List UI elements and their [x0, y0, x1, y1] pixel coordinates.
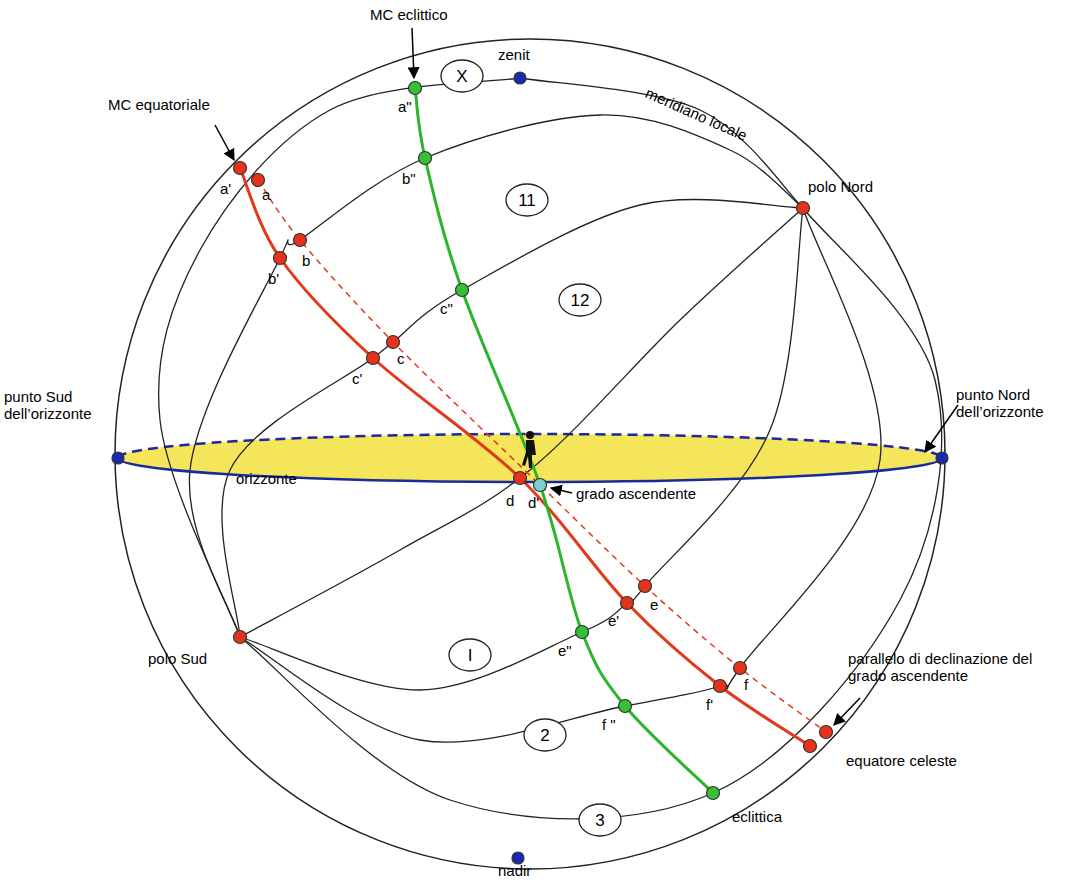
- diagram-label: punto Sud dell’orizzonte: [4, 388, 116, 423]
- leader-arrow: [834, 698, 860, 725]
- leader-arrow: [412, 28, 414, 78]
- point-dot: [639, 580, 652, 593]
- diagram-label: f ": [602, 716, 616, 733]
- declination-parallel: [258, 180, 826, 732]
- house-circle-label: 2: [523, 718, 567, 752]
- meridian-arc: [159, 78, 520, 637]
- diagram-label: e": [558, 642, 572, 659]
- point-dot: [714, 680, 727, 693]
- diagram-label: a": [398, 98, 412, 115]
- house-number: 3: [595, 812, 604, 829]
- house-number: 2: [540, 727, 549, 744]
- point-dot: [936, 452, 948, 464]
- leader-arrow: [551, 488, 572, 493]
- point-dot: [804, 740, 817, 753]
- diagram-label: a': [220, 180, 231, 197]
- diagram-label: nadir: [498, 862, 531, 879]
- diagram-label: b: [302, 252, 310, 269]
- diagram-label: eclittica: [732, 808, 782, 825]
- house-circle: [240, 208, 881, 742]
- point-dot: [409, 82, 422, 95]
- diagram-label: f': [706, 696, 713, 713]
- house-circle: [240, 208, 803, 690]
- diagram-label: c': [352, 370, 362, 387]
- diagram-label: d: [506, 492, 514, 509]
- ecliptic: [415, 88, 713, 793]
- point-dot: [820, 726, 833, 739]
- diagram-label: a: [262, 186, 270, 203]
- point-dot: [274, 252, 287, 265]
- observer-figure: [522, 431, 536, 468]
- diagram-label: e: [650, 596, 658, 613]
- diagram-label: b': [268, 270, 279, 287]
- house-circle-label: 12: [558, 283, 602, 317]
- point-dot: [367, 352, 380, 365]
- point-dot: [419, 152, 432, 165]
- diagram-label: parallelo di declinazione del grado asce…: [848, 650, 1070, 685]
- house-number: 11: [518, 192, 536, 209]
- point-dot: [234, 631, 247, 644]
- diagram-label: polo Sud: [148, 650, 207, 667]
- diagram-label: equatore celeste: [846, 752, 957, 769]
- diagram-label: f: [744, 676, 748, 693]
- house-circle: [240, 208, 803, 637]
- point-dot: [619, 700, 632, 713]
- diagram-label: MC eclittico: [370, 6, 448, 23]
- diagram-label: punto Nord dell’orizzonte: [956, 386, 1070, 421]
- diagram-label: grado ascendente: [576, 485, 696, 502]
- point-dot: [252, 174, 265, 187]
- house-circle-label: X: [440, 59, 484, 93]
- point-dot: [112, 452, 124, 464]
- celestial-equator: [240, 168, 810, 746]
- point-dot: [621, 597, 634, 610]
- point-dot: [294, 234, 307, 247]
- point-dot: [797, 202, 810, 215]
- diagram-label: zenit: [498, 46, 530, 63]
- diagram-label: orizzonte: [236, 470, 297, 487]
- point-dot: [514, 472, 527, 485]
- house-number: 12: [571, 292, 590, 309]
- house-circle-label: I: [448, 638, 492, 672]
- house-number: X: [456, 68, 467, 85]
- point-dot: [234, 162, 247, 175]
- house-circle-label: 3: [578, 803, 622, 837]
- diagram-label: c: [397, 350, 405, 367]
- diagram-label: b": [402, 170, 416, 187]
- point-dot: [707, 787, 720, 800]
- house-circle: [240, 208, 942, 819]
- diagram-label: c": [440, 300, 453, 317]
- house-circle-label: 11: [505, 183, 549, 217]
- diagram-label: d': [528, 494, 539, 511]
- point-dot: [734, 662, 747, 675]
- diagram-label: e': [608, 612, 619, 629]
- leader-arrow: [925, 405, 958, 452]
- diagram-label: MC equatoriale: [108, 96, 210, 113]
- local-meridian: [115, 39, 945, 869]
- point-dot: [514, 72, 526, 84]
- meridian-arc: [520, 78, 803, 208]
- leader-arrow: [215, 125, 234, 160]
- house-number: I: [468, 647, 473, 664]
- point-dot: [576, 626, 589, 639]
- point-dot: [456, 284, 469, 297]
- point-dot: [534, 479, 547, 492]
- diagram-label: polo Nord: [808, 178, 873, 195]
- point-dot: [387, 336, 400, 349]
